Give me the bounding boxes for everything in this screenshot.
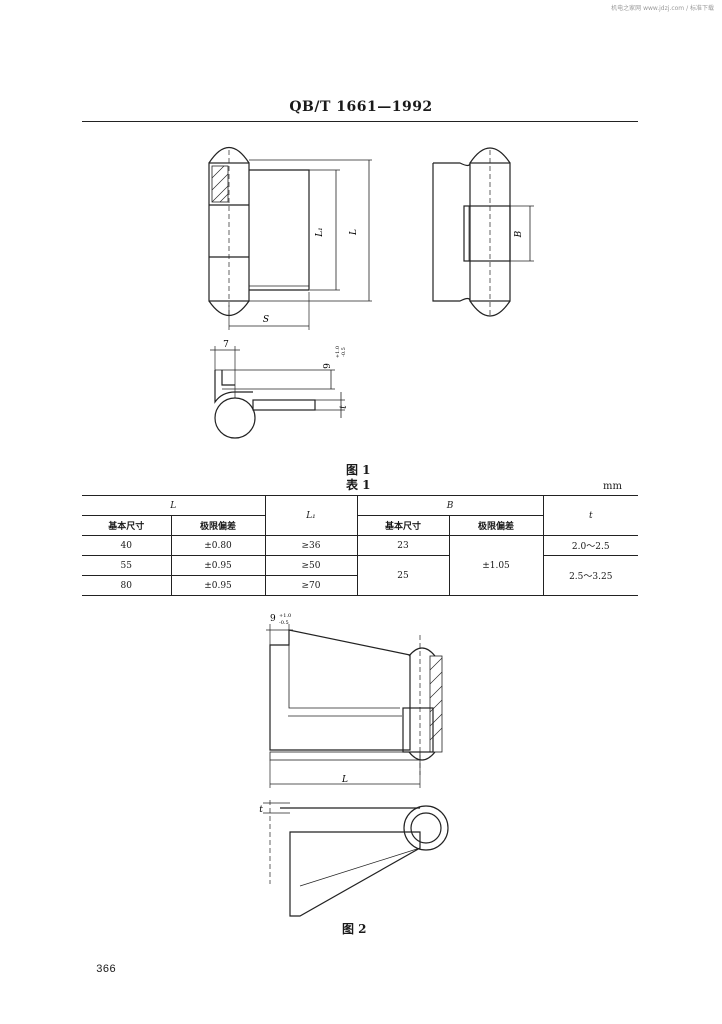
fig2-dim-tolerance-upper: +1.0 xyxy=(279,613,291,619)
figure-2-caption: 图 2 xyxy=(342,922,367,936)
cell-L1: ≥70 xyxy=(264,575,357,596)
dim-label-seven: 7 xyxy=(223,340,229,350)
figure-1-top-view xyxy=(210,346,345,439)
header-L: L xyxy=(82,495,266,516)
page-number: 366 xyxy=(96,964,116,976)
figure-1-caption: 图 1 xyxy=(346,463,371,477)
header-B: B xyxy=(356,495,544,516)
dim-label-t: t xyxy=(339,405,349,409)
cell-B-basic: 23 xyxy=(356,535,450,556)
cell-L-basic: 80 xyxy=(82,575,172,596)
cell-L1: ≥50 xyxy=(264,555,358,576)
cell-B-basic-merged: 25 xyxy=(356,555,450,596)
subheader-L-tolerance: 极限偏差 xyxy=(170,515,266,536)
cell-L-tolerance: ±0.95 xyxy=(170,575,266,596)
cell-t-merged: 2.5～3.25 xyxy=(542,555,638,596)
figure-1-drawing: L₁ L S B 7 9 +1.0 -0.5 t xyxy=(208,146,534,439)
subheader-B-tolerance: 极限偏差 xyxy=(448,515,543,536)
standard-code-header: QB/T 1661—1992 xyxy=(289,99,433,115)
table-row: 80 ±0.95 ≥70 xyxy=(82,575,638,596)
cell-t: 2.0～2.5 xyxy=(542,535,638,556)
figure-2-top-view xyxy=(263,800,449,917)
dim-label-L1: L₁ xyxy=(315,227,325,238)
dim-label-L: L xyxy=(349,229,359,236)
fig2-dim-tolerance-lower: -0.5 xyxy=(279,620,289,626)
subheader-B-basic: 基本尺寸 xyxy=(356,515,450,536)
fig2-dim-label-nine: 9 xyxy=(270,614,276,624)
subheader-L-basic: 基本尺寸 xyxy=(82,515,172,536)
table-1-caption: 表 1 xyxy=(346,478,371,492)
table-1: L L₁ B t 基本尺寸 极限偏差 基本尺寸 极限偏差 40 ±0.80 ≥3… xyxy=(82,495,638,596)
table-header-row: L L₁ B t xyxy=(82,495,638,536)
cell-L-tolerance: ±0.95 xyxy=(170,555,266,576)
table-row: 55 ±0.95 ≥50 25 2.5～3.25 xyxy=(82,555,638,596)
table-subheader-row: 基本尺寸 极限偏差 基本尺寸 极限偏差 xyxy=(82,515,638,536)
header-t: t xyxy=(542,495,638,536)
figure-1-front-view xyxy=(208,146,372,330)
dim-label-B: B xyxy=(514,230,524,238)
cell-L-basic: 55 xyxy=(82,555,172,576)
header-rule xyxy=(82,121,638,122)
figure-2-front-view xyxy=(266,624,443,788)
dim-label-S: S xyxy=(263,315,269,325)
source-watermark: 机电之家网 www.jdzj.com / 标准下载 xyxy=(611,5,714,12)
cell-B-tolerance-merged: ±1.05 xyxy=(448,535,544,596)
table-row: 40 ±0.80 ≥36 23 ±1.05 2.0～2.5 xyxy=(82,535,638,596)
dim-label-nine: 9 xyxy=(323,363,333,369)
fig2-dim-label-L: L xyxy=(341,775,348,785)
figure-1-side-view xyxy=(432,147,534,317)
figure-2-drawing: 9 +1.0 -0.5 L t xyxy=(259,613,449,917)
header-L1: L₁ xyxy=(264,495,358,536)
cell-L-tolerance: ±0.80 xyxy=(170,535,266,556)
fig2-dim-label-t: t xyxy=(259,805,263,815)
cell-L1: ≥36 xyxy=(264,535,358,556)
table-1-unit: mm xyxy=(603,481,622,492)
dim-tolerance-upper: +1.0 xyxy=(335,346,341,358)
dim-tolerance-lower: -0.5 xyxy=(341,347,347,357)
cell-L-basic: 40 xyxy=(82,535,172,556)
